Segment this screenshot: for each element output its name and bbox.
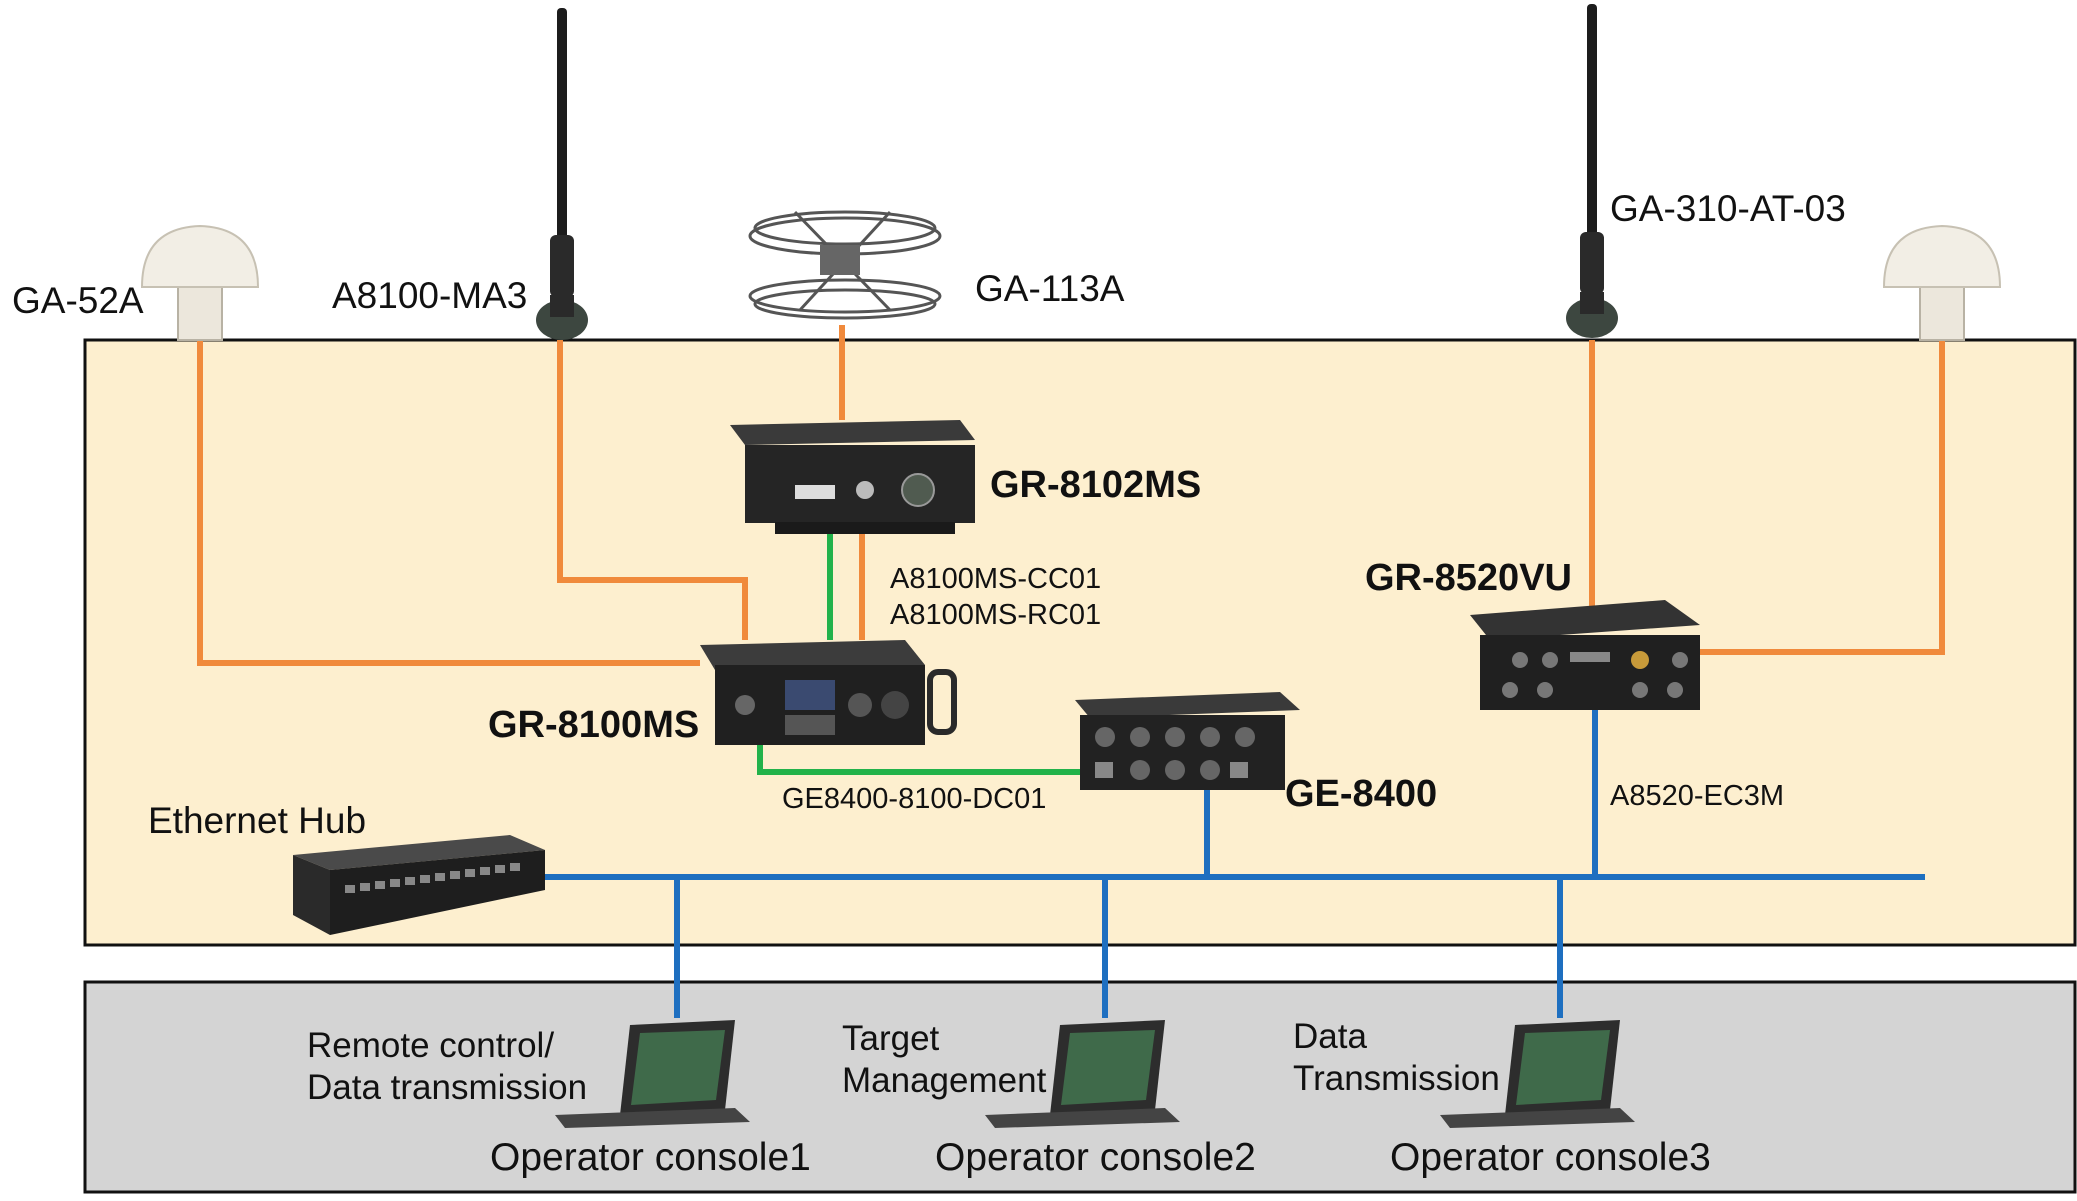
cable-gps-right [1700, 340, 1945, 655]
ge8400-device-icon [1075, 692, 1300, 790]
cable-label-rc01: A8100MS-RC01 [890, 599, 1102, 631]
wire-antenna-icon [748, 210, 942, 320]
antenna-label-ga310at03: GA-310-AT-03 [1610, 188, 1846, 229]
cable-label-dc01: GE8400-8100-DC01 [782, 783, 1047, 815]
device-label-gr8100ms: GR-8100MS [488, 704, 700, 746]
device-label-ge8400: GE-8400 [1285, 773, 1438, 815]
console2-label: Operator console2 [935, 1136, 1256, 1179]
gps-dome-icon [140, 224, 260, 341]
gr8102ms-device-icon [730, 420, 975, 534]
antenna-label-a8100ma3: A8100-MA3 [332, 275, 528, 316]
cable-ga52a [197, 340, 700, 666]
console2-activity-label: Target Management [842, 1019, 1047, 1100]
whip-antenna-icon [1566, 4, 1618, 338]
gr8100ms-device-icon [700, 640, 957, 745]
console1-label: Operator console1 [490, 1136, 811, 1179]
console3-label: Operator console3 [1390, 1136, 1711, 1179]
gr8520vu-device-icon [1470, 600, 1700, 710]
laptop-icon [1440, 1020, 1635, 1128]
antenna-label-ga52a: GA-52A [12, 280, 144, 321]
cable-label-ec3m: A8520-EC3M [1610, 780, 1785, 812]
console3-activity-label: Data Transmission [1293, 1017, 1500, 1098]
device-label-gr8102ms: GR-8102MS [990, 464, 1202, 506]
laptop-icon [985, 1020, 1180, 1128]
ethernet-cables [545, 700, 1925, 1018]
console1-activity-label: Remote control/ Data transmission [307, 1026, 588, 1107]
whip-antenna-icon [536, 8, 588, 340]
rf-cables [197, 325, 1945, 666]
device-label-gr8520vu: GR-8520VU [1365, 557, 1572, 599]
ethernet-hub-label: Ethernet Hub [148, 800, 367, 841]
gps-dome-icon [1882, 224, 2002, 341]
antenna-label-ga113a: GA-113A [975, 268, 1125, 309]
ethernet-hub-icon [293, 835, 545, 935]
cable-a8100ma3 [557, 340, 748, 640]
cable-label-cc01: A8100MS-CC01 [890, 563, 1102, 595]
laptop-icon [555, 1020, 750, 1128]
